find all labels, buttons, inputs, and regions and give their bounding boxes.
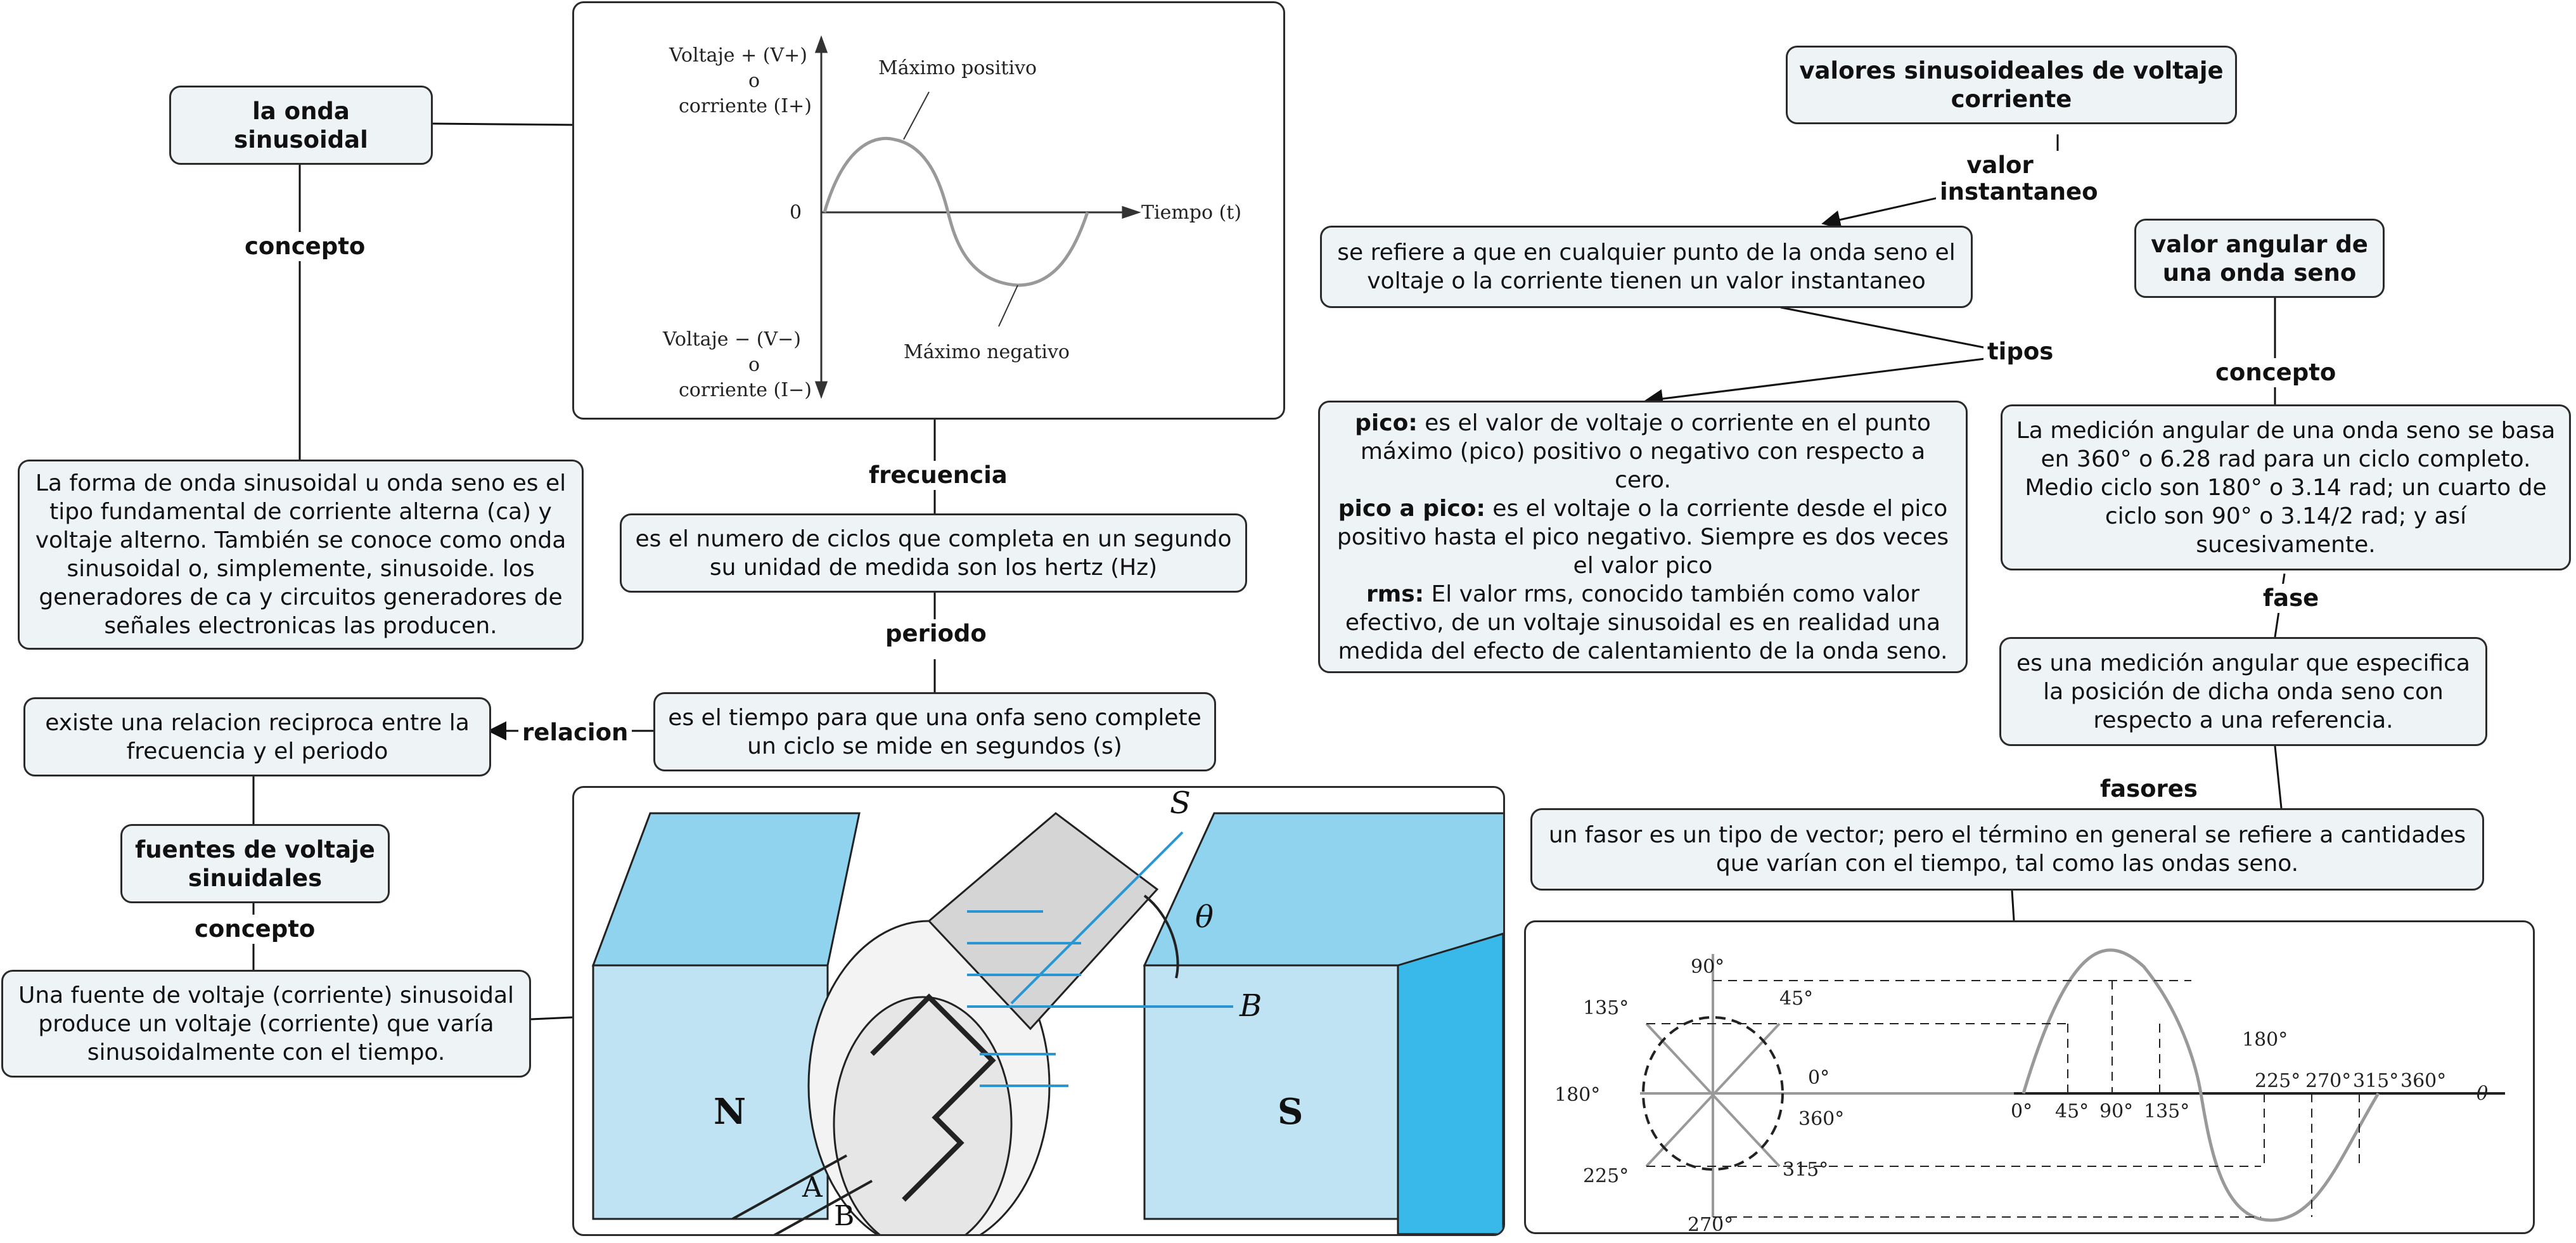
phasor-angle-360: 360° [1798,1108,1844,1130]
wave-max-neg-label: Máximo negativo [904,341,1070,363]
link-label-fase: fase [2259,584,2323,613]
phasor-angle-90: 90° [1691,956,1724,978]
concept-relacion-reciproca[interactable]: existe una relacion reciproca entre la f… [23,697,491,776]
concept-fuente-descripcion[interactable]: Una fuente de voltaje (corriente) sinuso… [1,970,531,1078]
phasor-theta-label: θ [2477,1083,2488,1105]
phasor-tick-90: 90° [2099,1100,2133,1123]
phasor-tick-180: 180° [2242,1029,2288,1051]
wave-max-pos-label: Máximo positivo [878,57,1037,79]
phasor-angle-270: 270° [1688,1214,1733,1232]
link-label-valor-instantaneo: valor instantaneo [1936,151,2098,207]
concept-fuentes-voltaje[interactable]: fuentes de voltaje sinuidales [120,824,390,903]
phasor-angle-315: 315° [1783,1159,1828,1181]
concept-valores-sinusoideales[interactable]: valores sinusoideales de voltaje corrien… [1786,46,2237,124]
concept-fasor[interactable]: un fasor es un tipo de vector; pero el t… [1530,808,2484,891]
concept-onda-descripcion[interactable]: La forma de onda sinusoidal u onda seno … [18,460,584,650]
concept-valor-angular[interactable]: valor angular de una onda seno [2134,219,2385,298]
generator-south-label: S [1278,1091,1303,1133]
link-label-concepto-angular: concepto [2212,358,2340,387]
generator-theta-label: θ [1195,899,1214,935]
link-label-relacion: relacion [518,718,632,747]
link-label-frecuencia: frecuencia [865,461,1011,490]
concept-onda-sinusoidal[interactable]: la onda sinusoidal [169,86,433,165]
link-label-tipos: tipos [1983,337,2058,366]
phasor-tick-45: 45° [2055,1100,2089,1123]
phasor-angle-0: 0° [1808,1067,1829,1089]
concept-tipos-valores[interactable]: pico: es el valor de voltaje o corriente… [1318,401,1968,673]
phasor-angle-45: 45° [1779,988,1813,1010]
wave-ylabel-neg-1: Voltaje − (V−) [662,328,801,351]
wave-ylabel-pos-2: o [748,70,760,92]
phasor-angle-180: 180° [1554,1084,1600,1106]
wave-ylabel-pos-3: corriente (I+) [679,95,812,117]
wave-zero-label: 0 [790,202,802,224]
concept-valor-instantaneo[interactable]: se refiere a que en cualquier punto de l… [1320,226,1973,308]
generator-terminal-a: A [802,1171,823,1204]
phasor-image: 90° 45° 135° 0° 180° 360° 225° 315° 270°… [1524,920,2535,1234]
link-label-fasores: fasores [2096,775,2201,804]
phasor-angle-225: 225° [1583,1165,1629,1187]
phasor-tick-360: 360° [2400,1070,2446,1092]
generator-top-s-label: S [1170,788,1191,821]
phasor-tick-225: 225° [2255,1070,2300,1092]
wave-ylabel-neg-2: o [748,354,760,376]
link-label-periodo: periodo [881,619,990,648]
concept-frecuencia[interactable]: es el numero de ciclos que completa en u… [620,513,1247,593]
generator-terminal-b: B [834,1200,854,1232]
concept-fase[interactable]: es una medición angular que especifica l… [1999,637,2487,746]
concept-medicion-angular[interactable]: La medición angular de una onda seno se … [2001,404,2571,570]
generator-image: N S B θ S A B [572,786,1505,1236]
phasor-angle-135: 135° [1583,997,1629,1019]
sine-wave-image: Voltaje + (V+) o corriente (I+) 0 Máximo… [572,1,1285,420]
phasor-tick-135: 135° [2144,1100,2189,1123]
phasor-tick-315: 315° [2353,1070,2399,1092]
wave-ylabel-pos-1: Voltaje + (V+) [669,44,807,67]
phasor-tick-270: 270° [2305,1070,2351,1092]
generator-b-field-label: B [1239,988,1262,1024]
link-label-concepto: concepto [241,232,369,261]
tipos-text: pico: es el valor de voltaje o corriente… [1336,409,1949,664]
wave-ylabel-neg-3: corriente (I−) [679,379,812,401]
link-label-concepto-fuentes: concepto [191,915,319,944]
concept-periodo[interactable]: es el tiempo para que una onfa seno comp… [653,692,1216,771]
generator-north-label: N [714,1091,746,1133]
phasor-tick-0: 0° [2011,1100,2032,1123]
wave-xlabel: Tiempo (t) [1141,202,1241,224]
